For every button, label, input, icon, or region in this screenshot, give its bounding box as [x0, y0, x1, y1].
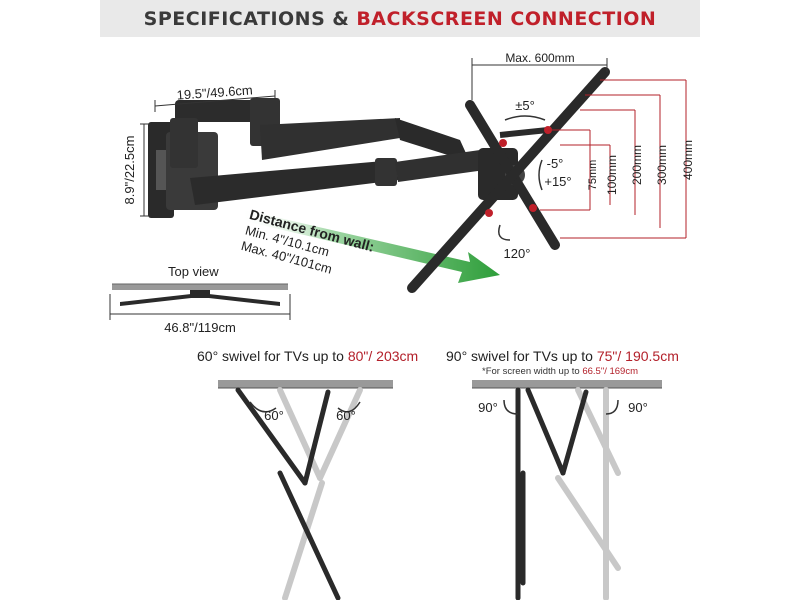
title-part-backscreen: BACKSCREEN CONNECTION	[356, 7, 657, 30]
tilt-down-label: -5°	[547, 156, 564, 171]
swivel-90-caption: 90° swivel for TVs up to 75"/ 190.5cm	[446, 348, 679, 364]
swivel-90-note: *For screen width up to 66.5"/ 169cm	[482, 366, 638, 377]
vesa-300-label: 300mm	[655, 145, 669, 185]
tilt-up-label: +15°	[544, 174, 571, 189]
max-width-label: Max. 600mm	[505, 51, 574, 65]
top-view-width: 46.8"/119cm	[164, 320, 236, 335]
title-part-specifications: SPECIFICATIONS	[143, 7, 326, 30]
upper-arm	[170, 98, 470, 168]
top-view-label: Top view	[168, 264, 219, 279]
plate-height-label: 8.9"/22.5cm	[122, 136, 137, 205]
vesa-100-label: 100mm	[605, 155, 619, 195]
swivel-60-left-angle: 60°	[264, 408, 284, 423]
distance-text-group: Distance from wall: Min. 4"/10.1cm Max. …	[240, 206, 376, 277]
lower-arm	[190, 150, 485, 205]
arm-length-dimension	[154, 90, 276, 112]
swivel-90-left-angle: 90°	[478, 400, 498, 415]
max-width-dimension	[471, 58, 608, 100]
top-view-diagram: 46.8"/119cm	[109, 283, 291, 335]
arm-length-label: 19.5"/49.6cm	[176, 82, 253, 102]
swivel-90-right-angle: 90°	[628, 400, 648, 415]
rotation-label: 120°	[504, 246, 531, 261]
swivel-60-right-angle: 60°	[336, 408, 356, 423]
vesa-400-label: 400mm	[681, 140, 695, 180]
vesa-200-label: 200mm	[630, 145, 644, 185]
swivel-60-diagram: 60° 60°	[218, 380, 393, 600]
swivel-90-note-text: *For screen width up to	[482, 366, 583, 377]
mount-main-diagram: 19.5"/49.6cm 8.9"/22.5cm Max. 600mm ±5° …	[122, 51, 695, 293]
plate-height-dimension	[140, 123, 150, 217]
vesa-bracket	[407, 67, 610, 293]
tilt-label: ±5°	[515, 98, 535, 113]
page-title: SPECIFICATIONS & BACKSCREEN CONNECTION	[100, 0, 700, 37]
vesa-75-label: 75mm	[587, 160, 599, 191]
swivel-90-size: 75"/ 190.5cm	[596, 348, 679, 364]
swivel-90-diagram: 90° 90°	[472, 380, 662, 600]
swivel-60-caption-text: 60° swivel for TVs up to	[197, 348, 348, 364]
swivel-60-caption: 60° swivel for TVs up to 80"/ 203cm	[197, 348, 418, 364]
title-ampersand: &	[332, 7, 350, 30]
swivel-90-caption-text: 90° swivel for TVs up to	[446, 348, 597, 364]
swivel-90-note-size: 66.5"/ 169cm	[582, 366, 638, 377]
vesa-dimension-lines	[540, 79, 687, 239]
swivel-60-size: 80"/ 203cm	[347, 348, 419, 364]
